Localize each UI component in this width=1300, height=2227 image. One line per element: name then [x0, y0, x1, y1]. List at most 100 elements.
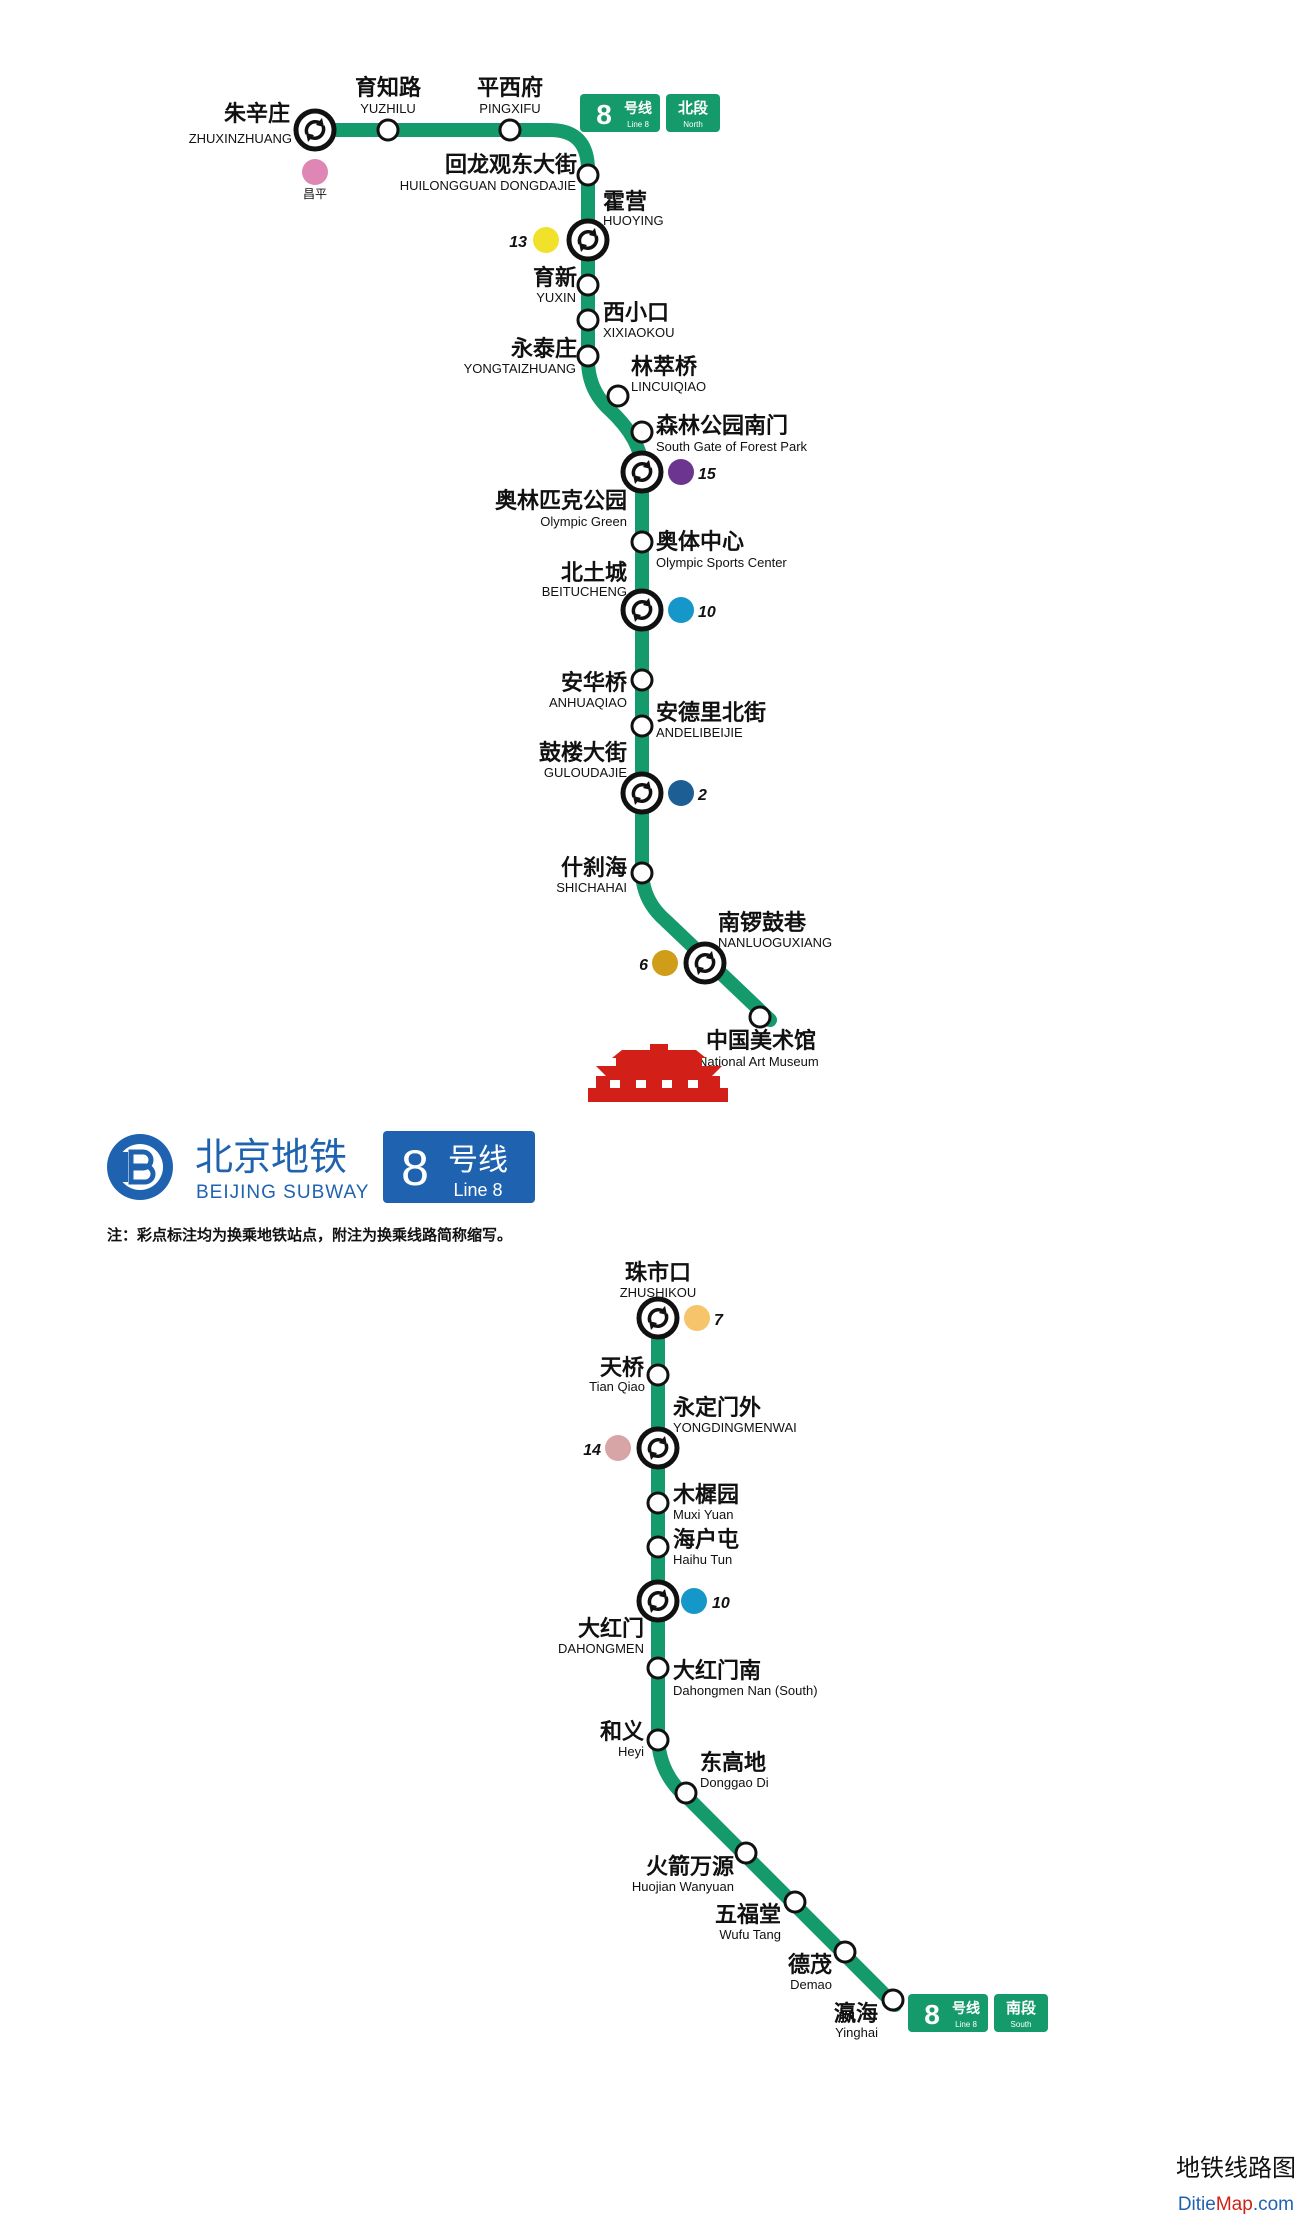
badge-section-en: North	[683, 120, 703, 129]
north-section-badge: 8 号线 Line 8 北段 North	[580, 94, 720, 132]
station-name-zh: 德茂	[788, 1952, 832, 1978]
station-marker	[646, 1535, 670, 1559]
station-name-zh: 霍营	[603, 190, 647, 215]
station-name-en: Heyi	[618, 1744, 644, 1759]
station-marker	[576, 344, 600, 368]
station-name-en: Dahongmen Nan (South)	[673, 1683, 818, 1698]
station-name-en: Donggao Di	[700, 1775, 769, 1790]
station-name-zh: 木樨园	[672, 1482, 739, 1508]
site-watermark: 地铁线路图 DitieMap.com	[1176, 2154, 1296, 2215]
transfer-line-dot: 昌平	[302, 159, 328, 201]
station-name-en: Wufu Tang	[719, 1927, 781, 1942]
transfer-line-color-dot	[681, 1588, 707, 1614]
brand-line-en: Line 8	[453, 1180, 502, 1200]
station-name-zh: 回龙观东大街	[445, 152, 577, 178]
transfer-station-marker	[636, 1296, 680, 1340]
badge-line-number: 8	[596, 99, 612, 130]
station-name-en: Yinghai	[835, 2025, 878, 2040]
transfer-arrows-icon	[647, 1306, 669, 1330]
station-name-zh: 北土城	[561, 560, 627, 586]
station-name-zh: 大红门南	[673, 1658, 761, 1684]
brand-name-zh: 北京地铁	[195, 1135, 347, 1179]
transfer-line-color-dot	[668, 459, 694, 485]
transfer-station-marker	[636, 1426, 680, 1470]
transfer-station-marker	[293, 108, 337, 152]
transfer-arrows-icon	[647, 1436, 669, 1460]
transfer-arrows-icon	[631, 598, 653, 622]
brand-line-zh: 号线	[448, 1143, 508, 1178]
transfer-station-marker	[636, 1579, 680, 1623]
transfer-line-color-dot	[668, 597, 694, 623]
station-name-zh: 东高地	[700, 1750, 766, 1776]
watermark-title: 地铁线路图	[1176, 2154, 1296, 2182]
station-marker	[630, 668, 654, 692]
transfer-line-label: 10	[698, 604, 716, 621]
station-name-zh: 林萃桥	[631, 354, 697, 380]
station-marker	[576, 308, 600, 332]
station-name-zh: 瀛海	[834, 2001, 878, 2027]
station-name-zh: 森林公园南门	[656, 413, 788, 439]
station-name-zh: 珠市口	[625, 1260, 691, 1286]
transfer-line-sublabel: 昌平	[303, 187, 327, 201]
station-marker	[646, 1491, 670, 1515]
station-name-zh: 火箭万源	[646, 1854, 734, 1880]
station-marker	[376, 118, 400, 142]
station-name-en: Huojian Wanyuan	[632, 1879, 734, 1894]
station-name-en: ZHUSHIKOU	[620, 1285, 697, 1300]
station-name-zh: 育知路	[355, 75, 422, 101]
watermark-site-a: Ditie	[1178, 2194, 1216, 2215]
station-name-zh: 和义	[600, 1720, 644, 1745]
station-name-zh: 天桥	[600, 1355, 644, 1381]
station-marker	[646, 1363, 670, 1387]
badge-section-zh: 北段	[678, 99, 708, 117]
station-name-en: NANLUOGUXIANG	[718, 935, 832, 950]
station-name-en: YUXIN	[536, 290, 576, 305]
brand-name-en: BEIJING SUBWAY	[196, 1182, 369, 1203]
station-name-en: XIXIAOKOU	[603, 325, 675, 340]
station-name-en: HUILONGGUAN DONGDAJIE	[400, 178, 577, 193]
transfer-arrows-icon	[631, 781, 653, 805]
station-marker	[630, 861, 654, 885]
transfer-line-label: 15	[698, 466, 717, 483]
station-name-en: DAHONGMEN	[558, 1641, 644, 1656]
badge-line-en: Line 8	[955, 2020, 977, 2029]
station-name-zh: 育新	[533, 265, 577, 291]
transfer-line-label: 6	[639, 957, 648, 974]
transfer-station-marker	[620, 588, 664, 632]
transfer-line-dot: 10	[668, 597, 716, 623]
station-marker	[576, 273, 600, 297]
transfer-line-label: 13	[509, 234, 527, 251]
